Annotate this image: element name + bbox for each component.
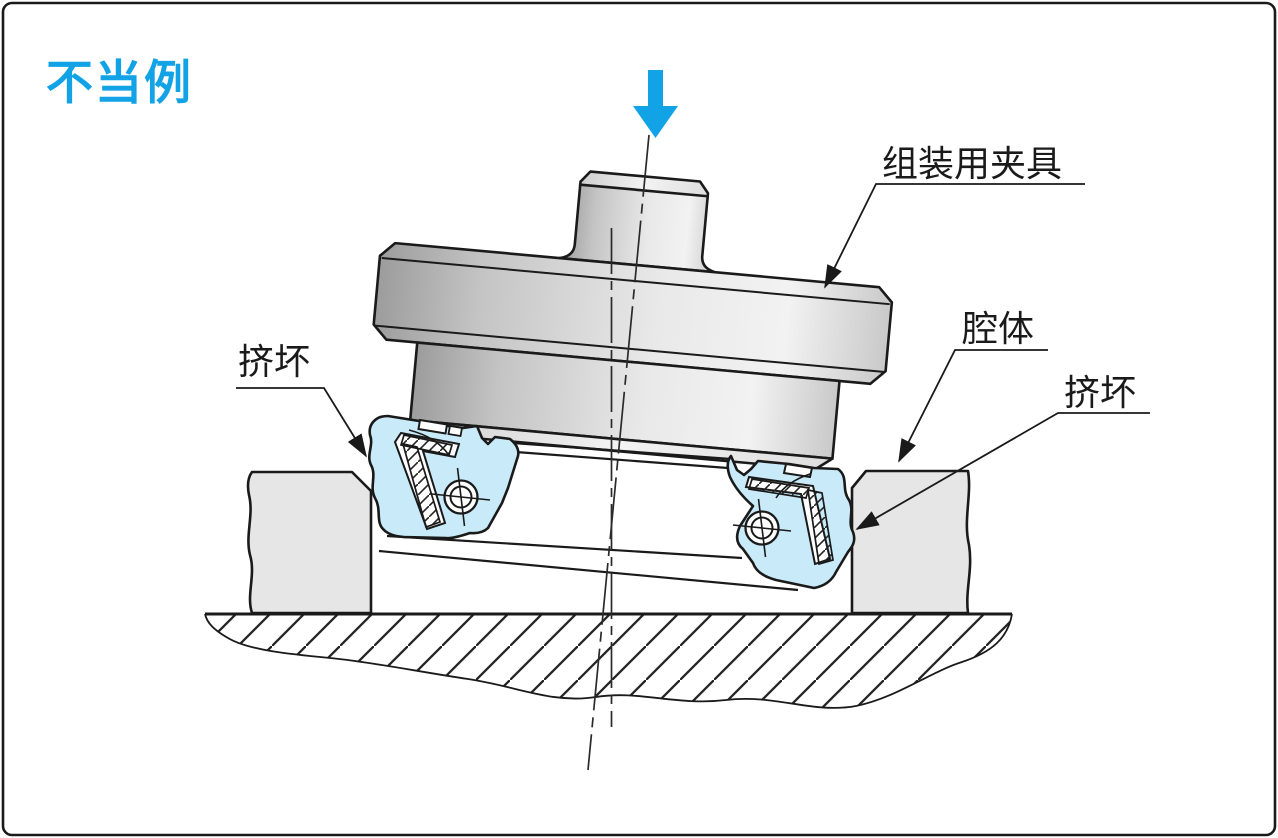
callout-cavity-label: 腔体 — [962, 308, 1034, 349]
callout-jig-label: 组装用夹具 — [882, 143, 1062, 184]
seal-lip-curve-right — [775, 473, 811, 499]
seal-top-face-left-2 — [447, 424, 464, 438]
seal-top-face-right — [782, 462, 814, 479]
callout-crush-right-leader — [855, 412, 1150, 530]
jig-flange-bottom-rim — [375, 324, 884, 373]
assembly-jig — [372, 170, 894, 471]
jig-flange — [372, 241, 894, 386]
callout-crush-right-label: 挤坏 — [1064, 372, 1136, 413]
garter-spring-right — [732, 498, 792, 558]
housing-hatch-area — [205, 614, 1012, 708]
seal-lip-curve-left — [408, 429, 449, 455]
garter-spring-left — [431, 467, 491, 527]
seal-section-right — [726, 454, 856, 590]
callout-cavity: 腔体 — [898, 308, 1048, 463]
housing-section — [204, 469, 1013, 709]
callout-cavity-leader — [898, 349, 1048, 463]
seal-insert-right-v — [806, 488, 834, 566]
callout-crush-left-label: 挤坏 — [238, 341, 310, 382]
callout-crush-left-leader — [236, 387, 367, 458]
housing-break-edge — [204, 613, 1013, 709]
cavity-wall-right — [850, 469, 972, 615]
seal-section-left — [367, 414, 520, 540]
cavity-wall-left — [246, 470, 373, 615]
seal-top-face-left — [417, 418, 449, 435]
callout-crush-left: 挤坏 — [236, 341, 367, 458]
press-down-arrow-icon — [633, 70, 678, 138]
seal-far-edges — [378, 441, 799, 592]
callout-jig-leader — [824, 183, 1085, 289]
page-title: 不当例 — [46, 56, 193, 109]
callout-crush-right: 挤坏 — [855, 372, 1150, 530]
seal-insert-right-h — [747, 478, 811, 499]
callout-jig: 组装用夹具 — [824, 143, 1085, 289]
seal-insert-left-v — [401, 442, 442, 529]
jig-axis-centerline — [587, 134, 650, 771]
